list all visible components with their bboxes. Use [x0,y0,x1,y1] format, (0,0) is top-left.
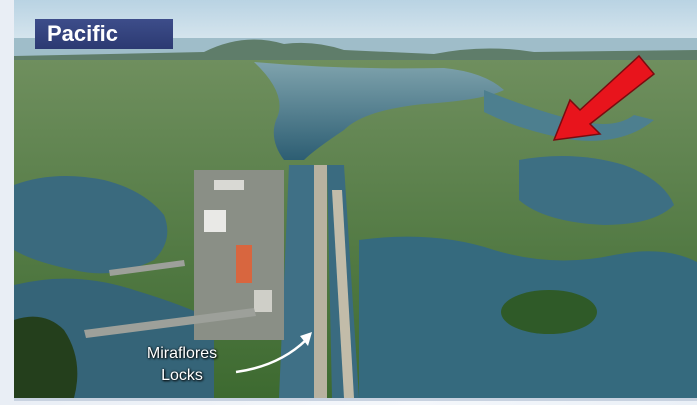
bridge-upper [109,260,185,276]
canal-river [254,62,504,160]
caption-line-1: Miraflores [146,345,218,362]
photo-frame: Pacific Miraflores Locks [14,0,697,401]
bridge-lower [84,308,256,338]
lock-wall [314,165,327,398]
locks-caption: Miraflores Locks [122,343,242,387]
right-lake [519,156,674,225]
red-arrow [552,54,656,141]
lock-center-wall [332,190,354,398]
island [501,290,597,334]
caption-pointer-arrow [235,339,307,374]
aerial-photo [14,0,697,398]
caption-line-2: Locks [161,367,203,384]
foreground-trees [14,316,78,398]
region-label: Pacific [35,19,173,49]
left-lake [14,176,168,274]
region-label-text: Pacific [47,21,118,46]
canal-upper [484,90,654,141]
